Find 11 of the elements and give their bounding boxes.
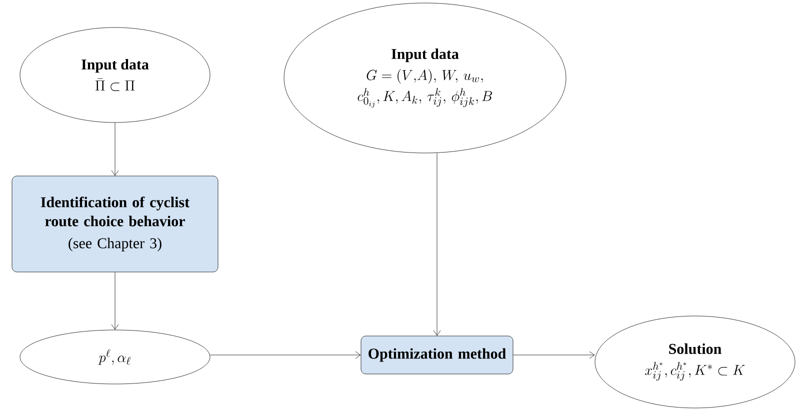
ellipse-node: $p^{\ell}, \alpha_{\ell}$ — [20, 330, 210, 384]
ellipse-node: Input data $\bar{\Pi} \subset \Pi$ — [20, 27, 210, 123]
arrow — [433, 153, 441, 336]
ellipse-node: Solution $x^{h^*}_{ij}, c^{h^*}_{ij}, K^* \subset K$ — [594, 316, 796, 408]
arrow — [210, 351, 361, 359]
arrow — [111, 272, 119, 330]
arrow — [111, 122, 119, 176]
process-box: Identification of cyclist route choice behavior (see Chapter 3) — [12, 176, 218, 272]
arrow — [513, 351, 595, 359]
ellipse-node: Input data $G = (V{,}A),\, W,\, u_w,$ $c^h_{0_{ij}}, K, A_k,\, \tau^k_{ij},\, \phi^h_{ijk}, B$ — [284, 2, 566, 154]
process-box: Optimization method — [360, 336, 514, 374]
